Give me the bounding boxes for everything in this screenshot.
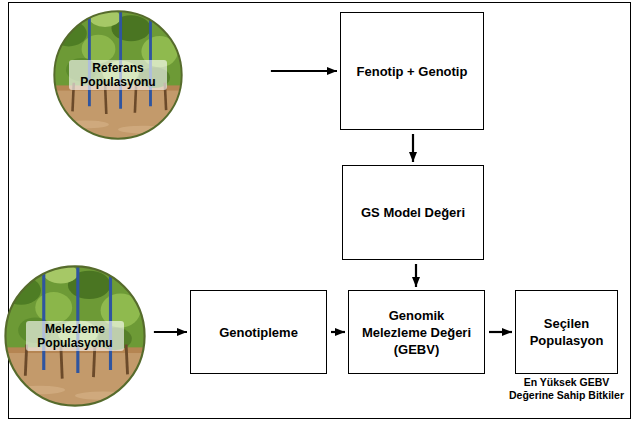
process-box: Fenotip + Genotip (340, 12, 484, 130)
node-label: Fenotip + Genotip (357, 63, 468, 80)
process-box: GS Model Değeri (342, 165, 484, 260)
population-circle: Referans Populasyonu (53, 10, 183, 140)
node-label: Referans Populasyonu (69, 60, 167, 90)
process-box: Seçilen PopulasyonEn Yüksek GEBV Değerin… (515, 290, 618, 374)
node-label: Melezleme Populasyonu (26, 321, 124, 351)
vineyard-picture (50, 9, 189, 140)
node-label: GS Model Değeri (361, 204, 465, 221)
flow-arrow (331, 331, 345, 333)
node-label: Genomik Melezleme Değeri (GEBV) (355, 307, 478, 358)
flow-arrow (271, 70, 337, 72)
vineyard-picture (1, 264, 153, 407)
process-box: Genotipleme (190, 290, 327, 374)
flow-arrow (412, 134, 414, 162)
population-circle: Melezleme Populasyonu (4, 265, 146, 407)
process-box: Genomik Melezleme Değeri (GEBV) (348, 290, 485, 374)
node-label: Seçilen Populasyon (522, 315, 611, 349)
flow-arrow (489, 331, 512, 333)
caption-text: En Yüksek GEBV Değerine Sahip Bitkiler (508, 376, 626, 402)
node-label: Genotipleme (219, 324, 298, 341)
flow-arrow (154, 331, 187, 333)
flow-arrow (415, 264, 417, 287)
